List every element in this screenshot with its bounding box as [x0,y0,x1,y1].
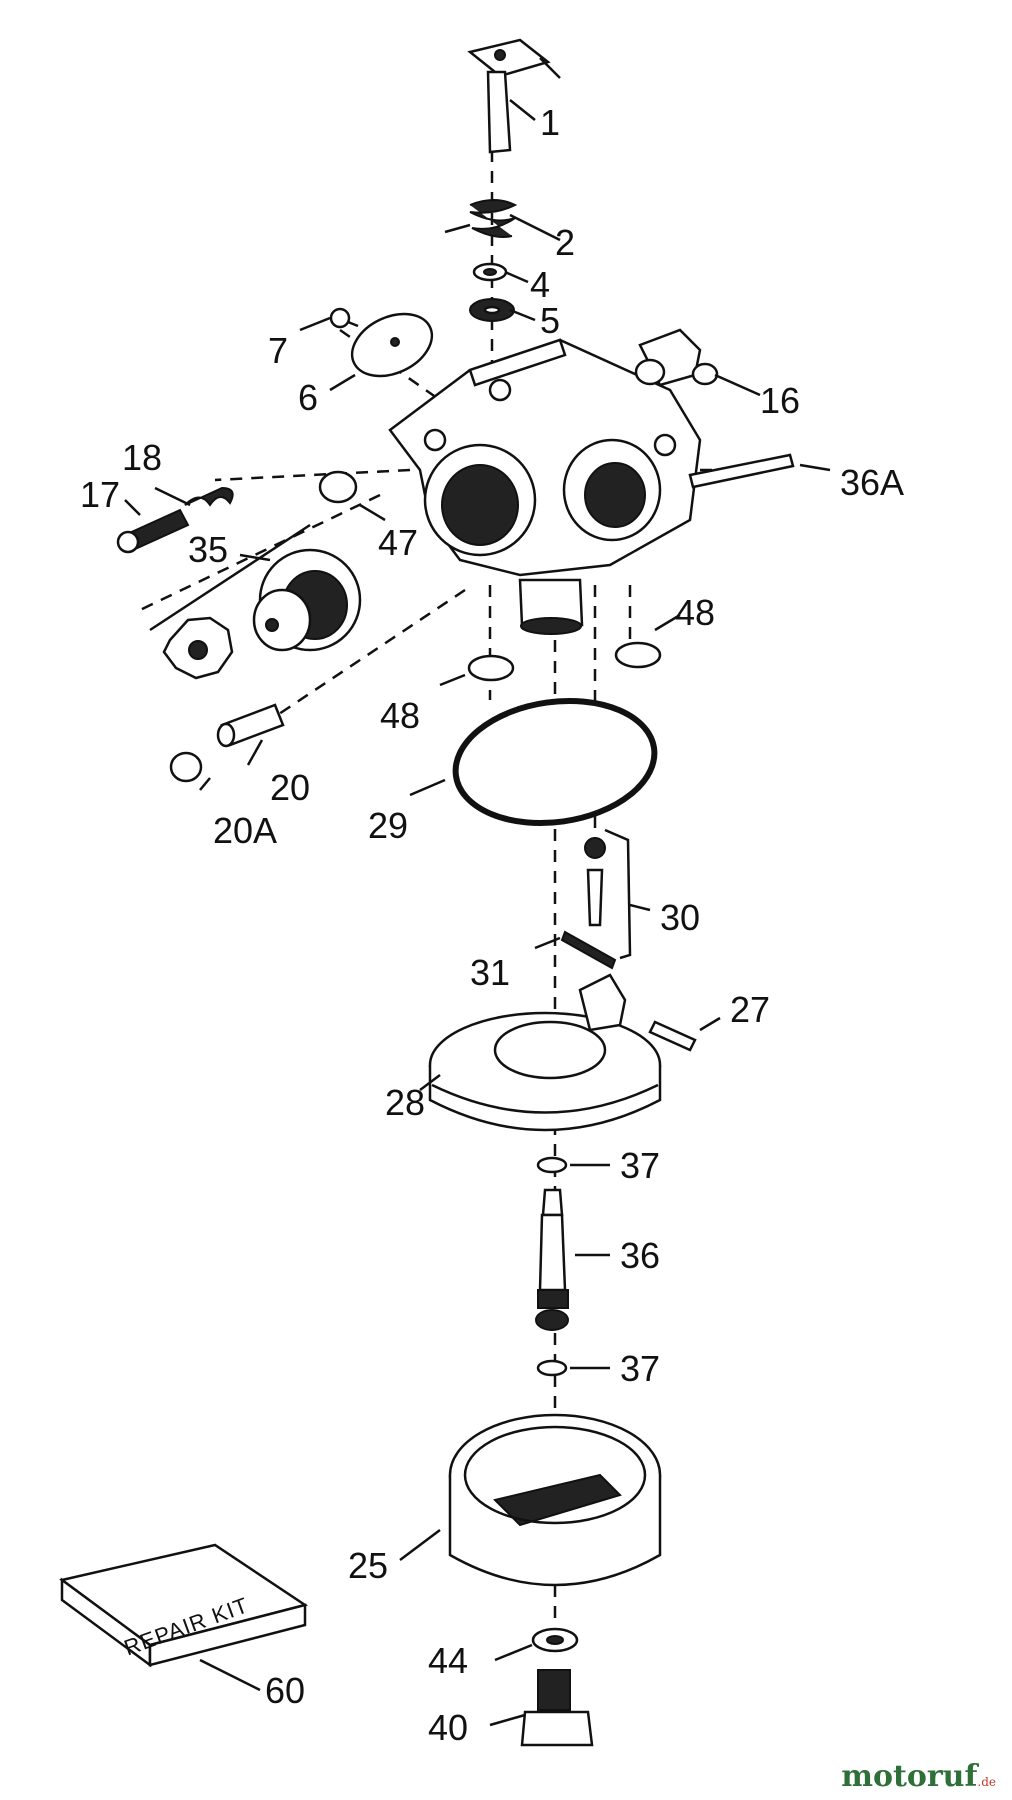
label-part-48-right: 48 [675,592,715,633]
label-part-36: 36 [620,1235,660,1276]
part-6-throttle-plate [350,312,434,378]
part-44-washer [531,1627,579,1653]
label-part-36a: 36A [840,462,904,503]
label-part-40: 40 [428,1707,468,1748]
part-36-main-jet [535,1188,569,1331]
part-29-o-ring [452,697,658,827]
part-4-washer [472,262,508,282]
part-60-repair-kit: REPAIR KIT [59,1543,309,1668]
part-47-plug [318,470,358,504]
label-part-20: 20 [270,767,310,808]
part-18-spring [184,486,234,507]
label-part-16: 16 [760,380,800,421]
label-part-5: 5 [540,300,560,341]
label-part-35: 35 [188,529,228,570]
part-25-float-bowl [448,1413,662,1587]
part-35-choke-assembly [149,523,362,680]
part-20a-cap [169,751,203,783]
label-part-30: 30 [660,897,700,938]
part-1-throttle-lever [467,38,561,154]
label-part-25: 25 [348,1545,388,1586]
part-20-needle [216,703,285,748]
watermark: motoruf.de [841,1759,996,1794]
label-part-6: 6 [298,377,318,418]
leader-lines [124,99,831,1727]
part-labels: 1 2 4 5 7 6 16 18 36A 17 35 47 48 48 20 … [80,102,904,1748]
label-part-28: 28 [385,1082,425,1123]
label-part-37-lower: 37 [620,1348,660,1389]
part-2-spring [444,199,518,238]
label-part-48-left: 48 [380,695,420,736]
watermark-tld: .de [977,1775,996,1789]
label-part-20a: 20A [213,810,277,851]
part-17-screw [116,508,190,554]
part-7-screw [329,307,359,329]
label-part-18: 18 [122,437,162,478]
label-part-29: 29 [368,805,408,846]
label-part-4: 4 [530,264,550,305]
part-27-pin [648,1020,697,1052]
watermark-main: motoruf [841,1759,978,1794]
part-30-needle-valve [584,828,632,960]
label-part-27: 27 [730,989,770,1030]
part-37-washer-upper [536,1156,568,1174]
part-48-gasket-left [467,654,515,682]
label-part-31: 31 [470,952,510,993]
part-48-gasket-right [614,641,662,669]
part-16-fuel-fitting [634,328,719,387]
label-part-2: 2 [555,222,575,263]
part-37-washer-lower [536,1359,568,1377]
carburetor-body [388,338,702,635]
label-part-7: 7 [268,330,288,371]
part-36a-pin [688,453,795,489]
label-part-1: 1 [540,102,560,143]
part-5-seal [469,298,515,322]
label-part-17: 17 [80,474,120,515]
label-part-60: 60 [265,1670,305,1711]
part-28-float [428,973,662,1132]
label-part-44: 44 [428,1640,468,1681]
label-part-47: 47 [378,522,418,563]
label-part-37-upper: 37 [620,1145,660,1186]
part-31-clip [560,930,617,970]
part-40-bowl-nut [520,1669,594,1747]
